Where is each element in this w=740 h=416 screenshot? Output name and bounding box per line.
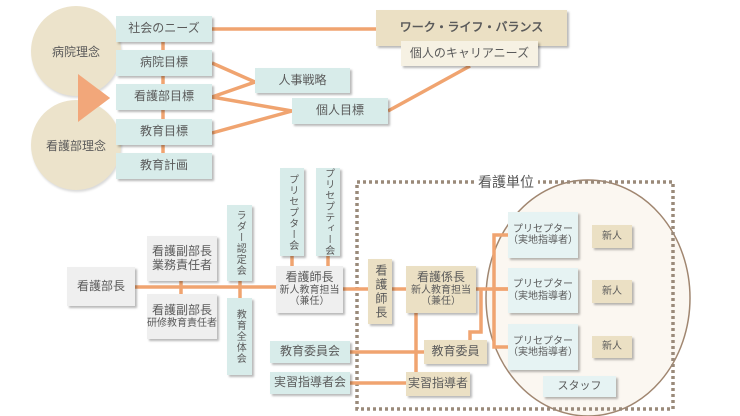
personal-goal-lines (211, 95, 293, 135)
preceptor-title: プリセプター (513, 223, 573, 235)
education-assembly-box: 教育全体会 (227, 298, 252, 375)
preceptor-role: （実地指導者） (508, 235, 578, 246)
work-life-balance-box: ワーク・ライフ・バランス (376, 10, 567, 46)
education-goal-box: 教育目標 (116, 119, 212, 145)
education-member-box: 教育委員 (424, 340, 487, 364)
hospital-goal-box: 病院目標 (116, 50, 212, 76)
head-nurse-title: 看護師長 (285, 270, 334, 285)
ladder-committee-box: ラダー認定会 (227, 205, 252, 281)
nursing-director-box: 看護部長 (67, 267, 135, 306)
social-needs-box: 社会のニーズ (116, 16, 212, 42)
deputy-ops-box: 看護副部長 業務責任者 (147, 236, 217, 281)
chief-nurse-role: 新人教育担当 (411, 284, 471, 296)
head-nurse-note: （兼任） (289, 296, 330, 308)
chief-nurse-title: 看護係長 (416, 270, 465, 285)
chief-nurse-note: （兼任） (421, 296, 461, 308)
preceptor-role: （実地指導者） (508, 290, 578, 302)
staff-box: スタッフ (543, 376, 616, 397)
newcomer-box: 新人 (592, 280, 632, 303)
education-committee-box: 教育委員会 (270, 341, 350, 363)
nursing-unit-label: 看護単位 (474, 172, 538, 192)
newcomer-box: 新人 (592, 336, 632, 358)
preceptor-box: プリセプター （実地指導者） (508, 324, 578, 370)
deputy-training-role: 研修教育責任者 (147, 317, 217, 329)
nursing-goal-box: 看護部目標 (116, 84, 212, 110)
preceptor-bracket (492, 233, 508, 349)
hospital-philosophy-label: 病院理念 (51, 44, 100, 59)
career-needs-box: 個人のキャリアニーズ (401, 41, 538, 66)
personal-goal-box: 個人目標 (292, 98, 388, 124)
preceptor-box: プリセプター （実地指導者） (508, 212, 578, 258)
clinical-instructor-box: 実習指導者 (406, 372, 470, 396)
hospital-philosophy: 病院理念 (31, 6, 121, 96)
deputy-ops-title: 看護副部長 (151, 243, 212, 258)
chief-to-edu-member-line (468, 289, 483, 340)
unit-head-nurse-box: 看護師長 (368, 259, 392, 324)
preceptor-title: プリセプター (513, 279, 573, 290)
preceptor-role: （実地指導者） (508, 347, 578, 358)
preceptee-meeting-box: プリセプティー会 (316, 168, 340, 256)
chief-nurse-box: 看護係長 新人教育担当 （兼任） (406, 266, 476, 313)
head-nurse-education-box: 看護師長 新人教育担当 （兼任） (276, 266, 343, 313)
preceptor-meeting-box: プリセプター会 (280, 168, 304, 256)
nursing-philosophy-label: 看護部理念 (45, 138, 106, 153)
clinical-instructor-meeting-box: 実習指導者会 (270, 372, 350, 394)
hr-strategy-lines (211, 61, 260, 99)
preceptor-box: プリセプター （実地指導者） (508, 268, 578, 313)
personal-to-career-line (387, 64, 471, 113)
hr-strategy-box: 人事戦略 (255, 68, 350, 93)
preceptor-title: プリセプター (513, 335, 573, 347)
newcomer-box: 新人 (592, 225, 632, 248)
deputy-ops-role: 業務責任者 (151, 257, 212, 272)
deputy-training-title: 看護副部長 (151, 302, 212, 317)
education-plan-box: 教育計画 (116, 153, 212, 179)
head-nurse-role: 新人教育担当 (279, 284, 340, 296)
deputy-training-box: 看護副部長 研修教育責任者 (147, 294, 217, 339)
nursing-philosophy: 看護部理念 (31, 100, 121, 190)
